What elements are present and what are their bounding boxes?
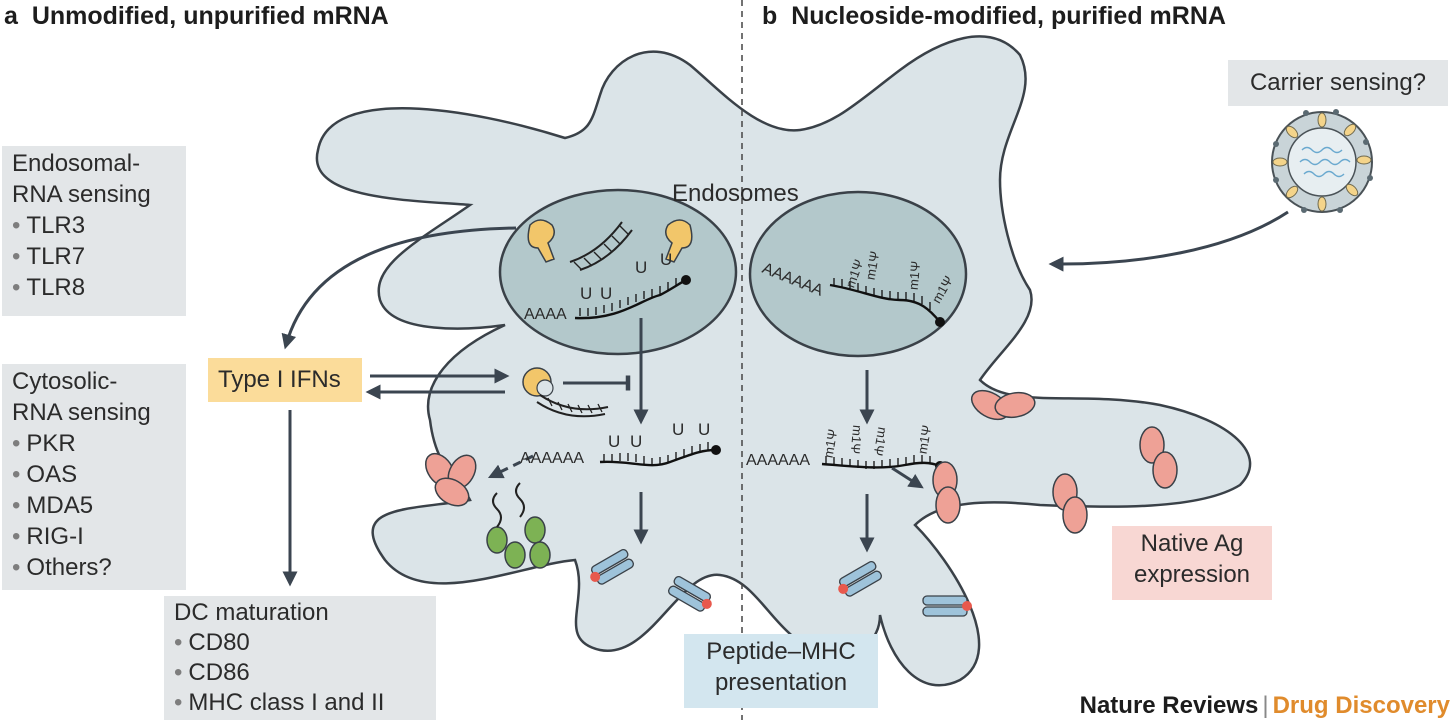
uridine-label: U xyxy=(698,420,711,439)
list-item: OAS xyxy=(12,459,176,490)
mhc-icon xyxy=(590,549,972,617)
tlr-receptor-icon xyxy=(527,219,555,263)
dc-maturation-box: DC maturation CD80 CD86 MHC class I and … xyxy=(164,596,436,720)
list-item: TLR8 xyxy=(12,272,176,303)
antigen-protein-icon xyxy=(1139,426,1178,489)
cap-icon xyxy=(681,275,691,285)
peptide-mhc-line2: presentation xyxy=(714,669,848,696)
endosomal-title-2: RNA sensing xyxy=(12,181,151,208)
uridine-label: U xyxy=(630,432,643,451)
native-ag-line2: expression xyxy=(1133,561,1251,588)
uridine-label: U xyxy=(600,284,613,303)
antigen-protein-icon xyxy=(932,461,961,524)
cytosolic-title-2: RNA sensing xyxy=(12,399,151,426)
list-item: CD80 xyxy=(174,628,426,658)
green-protein-strands xyxy=(492,482,525,528)
dc-maturation-title: DC maturation xyxy=(174,599,329,626)
lipid-nanoparticle-icon xyxy=(1271,109,1373,213)
list-item: TLR3 xyxy=(12,210,176,241)
endosomal-sensing-box: Endosomal- RNA sensing TLR3 TLR7 TLR8 xyxy=(2,146,186,316)
cytosolic-sensor-icon xyxy=(522,367,609,418)
endosome-right xyxy=(748,190,968,358)
cap-icon xyxy=(935,317,945,327)
panel-b-title-text: Nucleoside-modified, purified mRNA xyxy=(791,2,1226,30)
mrna-strand-modified-icon xyxy=(829,278,941,323)
cytosolic-sensing-box: Cytosolic- RNA sensing PKR OAS MDA5 RIG-… xyxy=(2,364,186,590)
type-i-ifn-label: Type I IFNs xyxy=(218,366,341,393)
uridine-label: U xyxy=(580,284,593,303)
arrow-mrna-to-protein-dashed xyxy=(487,454,534,479)
modified-uridine-label: m1Ψ xyxy=(847,424,866,455)
cap-icon xyxy=(711,445,721,455)
mrna-cytosol-icon xyxy=(599,442,717,467)
list-item: RIG-I xyxy=(12,521,176,552)
carrier-sensing-label: Carrier sensing? xyxy=(1249,69,1427,96)
cytosolic-title-1: Cytosolic- xyxy=(12,368,118,395)
polya-label: AAAA xyxy=(524,306,567,323)
arrow-tlr-to-ifn xyxy=(281,226,517,350)
panel-b-title: b Nucleoside-modified, purified mRNA xyxy=(762,2,1226,31)
uridine-label: U xyxy=(660,250,673,269)
peptide-mhc-box: Peptide–MHC presentation xyxy=(684,634,878,708)
panel-a-title-text: Unmodified, unpurified mRNA xyxy=(31,2,389,30)
mrna-strand-icon xyxy=(574,278,687,320)
panel-a-letter: a xyxy=(4,2,18,30)
native-ag-box: Native Ag expression xyxy=(1112,526,1272,600)
credit-separator: | xyxy=(1262,692,1269,719)
polya-label: AAAAAA xyxy=(520,450,585,467)
panel-b-letter: b xyxy=(762,2,778,30)
antigen-protein-icon xyxy=(1052,473,1088,534)
list-item: MDA5 xyxy=(12,490,176,521)
cytosolic-list: PKR OAS MDA5 RIG-I Others? xyxy=(12,428,176,583)
carrier-sensing-box: Carrier sensing? xyxy=(1228,60,1448,106)
arrow-carrier-to-cell xyxy=(1048,210,1289,272)
uridine-label: U xyxy=(608,432,621,451)
uridine-label: U xyxy=(635,258,648,277)
antigen-protein-icon xyxy=(970,389,1036,421)
panel-a-title: a Unmodified, unpurified mRNA xyxy=(4,2,389,31)
dsrna-icon xyxy=(569,221,633,271)
modified-uridine-label: m1Ψ xyxy=(905,260,924,291)
publisher-name: Nature Reviews xyxy=(1079,692,1259,719)
uridine-label: U xyxy=(672,420,685,439)
dc-maturation-list: CD80 CD86 MHC class I and II xyxy=(174,628,426,718)
antigen-protein-icon xyxy=(424,452,477,507)
list-item: CD86 xyxy=(174,658,426,688)
journal-credit: Nature Reviews|Drug Discovery xyxy=(1080,692,1450,720)
list-item: MHC class I and II xyxy=(174,688,426,718)
type-i-ifn-box: Type I IFNs xyxy=(208,358,362,402)
journal-name: Drug Discovery xyxy=(1272,692,1450,719)
endosome-left xyxy=(498,188,738,356)
mrna-cytosol-modified-icon xyxy=(821,455,941,469)
dendritic-cell xyxy=(315,35,1252,687)
tlr-receptor-icon xyxy=(665,219,693,263)
peptide-mhc-line1: Peptide–MHC xyxy=(706,638,856,665)
green-protein-icon xyxy=(486,516,551,569)
endosomal-title-1: Endosomal- xyxy=(12,150,141,177)
endosomal-list: TLR3 TLR7 TLR8 xyxy=(12,210,176,303)
list-item: PKR xyxy=(12,428,176,459)
polya-label: AAAAAA xyxy=(746,452,811,469)
endosomes-label: Endosomes xyxy=(672,180,799,207)
list-item: Others? xyxy=(12,552,176,583)
list-item: TLR7 xyxy=(12,241,176,272)
arrow-mrna-to-protein-b xyxy=(891,466,924,489)
arrows xyxy=(281,210,1289,587)
native-ag-line1: Native Ag xyxy=(1140,530,1244,557)
